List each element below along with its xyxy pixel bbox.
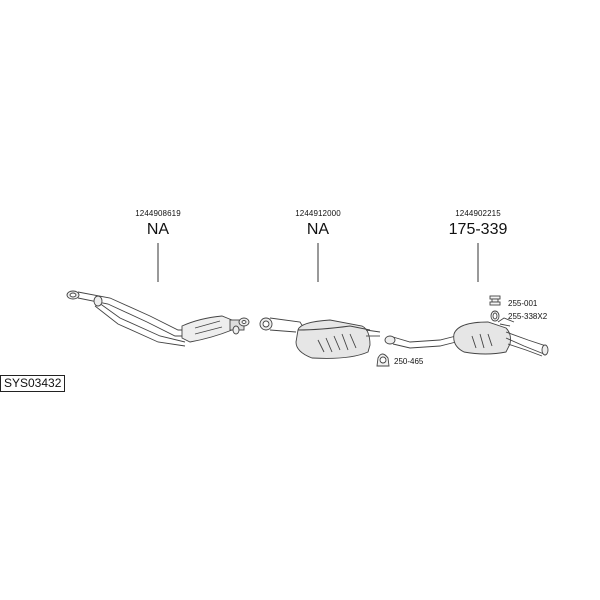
front-pipe-code: 1244908619 [135, 209, 181, 218]
ring-part[interactable] [490, 310, 500, 322]
clamp-label[interactable]: 250-465 [394, 357, 424, 366]
front-pipe-ref[interactable]: NA [146, 221, 170, 238]
middle-silencer-code: 1244912000 [295, 209, 341, 218]
clamp-part[interactable] [376, 353, 390, 367]
middle-silencer-ref[interactable]: NA [306, 221, 330, 238]
middle-silencer-part[interactable] [259, 317, 381, 359]
rubber-mount-label[interactable]: 255-001 [508, 299, 538, 308]
rubber-mount-part[interactable] [489, 295, 501, 306]
system-code-box: SYS03432 [0, 375, 66, 392]
rear-silencer-ref[interactable]: 175-339 [448, 221, 508, 238]
ring-label[interactable]: 255-338X2 [508, 312, 548, 321]
rear-silencer-part[interactable] [384, 317, 549, 357]
rear-silencer-code: 1244902215 [455, 209, 501, 218]
front-pipe-part[interactable] [66, 290, 250, 347]
